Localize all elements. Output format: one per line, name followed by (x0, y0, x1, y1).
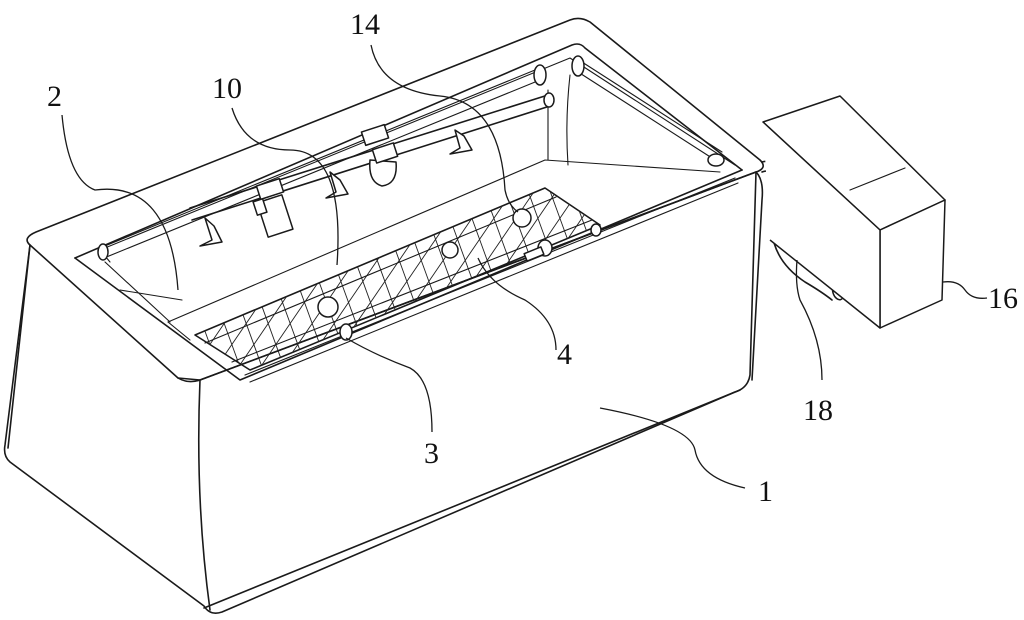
mesh-line (589, 188, 600, 370)
floor-rollers (317, 208, 602, 341)
tub-body (3, 17, 764, 614)
mesh-line (567, 188, 600, 370)
ref-3: 3 (424, 437, 439, 470)
leader-2 (61, 114, 179, 291)
leader-3 (345, 337, 433, 433)
ref-14: 14 (350, 8, 380, 41)
ref-4: 4 (557, 338, 572, 371)
leader-1 (599, 407, 746, 489)
mesh-line (84, 180, 164, 400)
mesh-line (656, 180, 736, 400)
mesh-line (40, 180, 190, 400)
ref-18: 18 (803, 394, 833, 427)
mesh-line (612, 180, 692, 400)
leader-16 (942, 281, 988, 299)
mesh-line (612, 180, 762, 400)
leader-lines (61, 44, 988, 489)
mesh-line (0, 180, 124, 400)
mesh-line (303, 188, 385, 370)
mesh-line (0, 180, 146, 400)
mesh-line (195, 188, 323, 370)
mesh-line (62, 180, 142, 400)
mesh-line (215, 188, 367, 370)
mesh-line (479, 188, 600, 370)
mesh-line (413, 188, 565, 370)
bracket-right (360, 123, 399, 187)
mesh-line (0, 180, 54, 400)
ref-1: 1 (758, 475, 773, 508)
mesh-line (0, 180, 10, 400)
mesh-line (325, 188, 407, 370)
mesh-line (303, 188, 455, 370)
ref-16: 16 (988, 282, 1018, 315)
leader-10 (231, 107, 339, 266)
mesh-line (0, 180, 14, 400)
mesh-line (0, 180, 76, 400)
ref-10: 10 (212, 72, 242, 105)
mesh-line (700, 180, 780, 400)
ref-2: 2 (47, 80, 62, 113)
mesh-line (0, 180, 36, 400)
mesh-line (281, 188, 363, 370)
leader-14 (370, 44, 519, 213)
mesh-line (567, 188, 600, 370)
tub-opening (74, 43, 743, 383)
bracket-left (252, 177, 294, 238)
mesh-line (195, 188, 209, 370)
mesh-line (0, 180, 80, 400)
leader-4 (477, 257, 557, 351)
mesh-line (457, 188, 600, 370)
mesh-line (391, 188, 473, 370)
roller-4 (441, 241, 459, 259)
spray-bar (189, 92, 555, 247)
mesh-line (369, 188, 451, 370)
mesh-line (523, 188, 600, 370)
leader-18 (795, 259, 823, 381)
reference-labels: 2 10 14 16 18 4 3 1 (47, 8, 1018, 508)
roller-3 (317, 296, 339, 318)
mesh-line (281, 188, 433, 370)
pipe-joint-back (533, 64, 547, 86)
mesh-line (0, 180, 58, 400)
mesh-line (18, 180, 168, 400)
rim-pipes (97, 55, 725, 261)
mesh-line (678, 180, 758, 400)
control-box (762, 95, 946, 329)
